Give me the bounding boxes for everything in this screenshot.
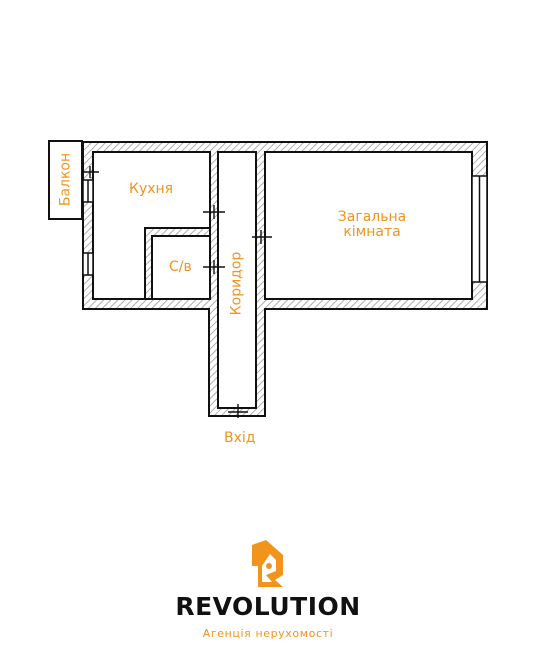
living-room-label-line2: кімната (343, 224, 401, 240)
corridor-room (217, 151, 257, 409)
window-kitchen (82, 252, 94, 276)
bathroom-label: С/в (169, 259, 192, 275)
brand-tagline: Агенція нерухомості (202, 627, 334, 640)
door-markers (81, 166, 272, 418)
living-room-label-line1: Загальна (337, 209, 407, 225)
living-room (264, 151, 473, 300)
brand-name: REVOLUTION (175, 592, 361, 621)
door-balcony (82, 179, 94, 203)
corridor-label: Коридор (228, 251, 245, 316)
bathroom-wall (144, 227, 211, 300)
r-logo-icon (252, 540, 283, 587)
window-living (471, 175, 488, 283)
entrance-label: Вхід (224, 430, 256, 446)
balcony (48, 140, 83, 220)
kitchen-label: Кухня (129, 181, 174, 197)
balcony-label: Балкон (57, 152, 74, 207)
